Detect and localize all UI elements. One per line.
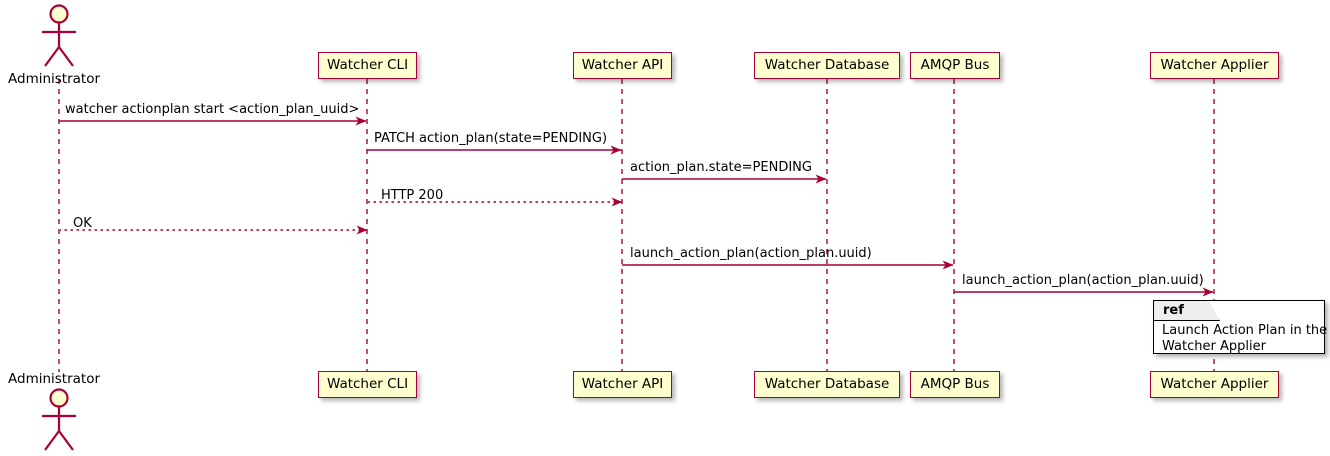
participant-watcher-applier-bottom[interactable]: Watcher Applier xyxy=(1150,371,1279,398)
ref-fragment-body-line2: Watcher Applier xyxy=(1162,339,1266,354)
participant-label: AMQP Bus xyxy=(920,56,990,73)
ref-fragment-tab: ref xyxy=(1154,301,1220,321)
participant-label: Watcher CLI xyxy=(326,375,409,392)
participant-label: Watcher Database xyxy=(764,375,890,392)
message-arrows-group xyxy=(59,116,1214,297)
participant-watcher-applier-top[interactable]: Watcher Applier xyxy=(1150,52,1279,79)
participant-amqp-bus-top[interactable]: AMQP Bus xyxy=(910,52,1000,79)
message-label-patch-action-plan: PATCH action_plan(state=PENDING) xyxy=(374,131,608,146)
participant-label: Watcher Database xyxy=(764,56,890,73)
message-label-http-200: HTTP 200 xyxy=(381,188,444,203)
participant-label: Watcher Applier xyxy=(1160,375,1269,392)
participant-watcher-api-top[interactable]: Watcher API xyxy=(573,52,672,79)
message-label-ok: OK xyxy=(73,216,92,231)
participant-watcher-cli-top[interactable]: Watcher CLI xyxy=(318,52,417,79)
actor-administrator-top xyxy=(42,4,76,67)
message-label-watcher-actionplan-start: watcher actionplan start <action_plan_uu… xyxy=(65,102,360,117)
participant-label: Watcher CLI xyxy=(326,56,409,73)
participant-label: Watcher Applier xyxy=(1160,56,1269,73)
ref-fragment-body-line1: Launch Action Plan in the xyxy=(1162,323,1328,338)
actor-administrator-bottom xyxy=(42,388,76,451)
message-label-launch-action-plan-api-to-bus: launch_action_plan(action_plan.uuid) xyxy=(630,246,872,261)
lifelines-group xyxy=(58,79,1215,372)
participant-watcher-database-bottom[interactable]: Watcher Database xyxy=(754,371,900,398)
participant-watcher-cli-bottom[interactable]: Watcher CLI xyxy=(318,371,417,398)
participant-label: Watcher API xyxy=(581,56,664,73)
participant-label: Watcher API xyxy=(581,375,664,392)
ref-fragment-tab-label: ref xyxy=(1163,303,1184,318)
ref-fragment: ref Launch Action Plan in the Watcher Ap… xyxy=(1153,300,1327,355)
actor-label-administrator-bottom: Administrator xyxy=(8,371,101,387)
participant-watcher-api-bottom[interactable]: Watcher API xyxy=(573,371,672,398)
message-label-launch-action-plan-bus-to-applier: launch_action_plan(action_plan.uuid) xyxy=(962,273,1204,288)
message-label-action-plan-state-pending: action_plan.state=PENDING xyxy=(630,160,812,175)
actor-label-administrator-top: Administrator xyxy=(8,71,101,87)
participant-watcher-database-top[interactable]: Watcher Database xyxy=(754,52,900,79)
participant-amqp-bus-bottom[interactable]: AMQP Bus xyxy=(910,371,1000,398)
ref-fragment-body: Launch Action Plan in the Watcher Applie… xyxy=(1162,323,1327,355)
participant-label: AMQP Bus xyxy=(920,375,990,392)
